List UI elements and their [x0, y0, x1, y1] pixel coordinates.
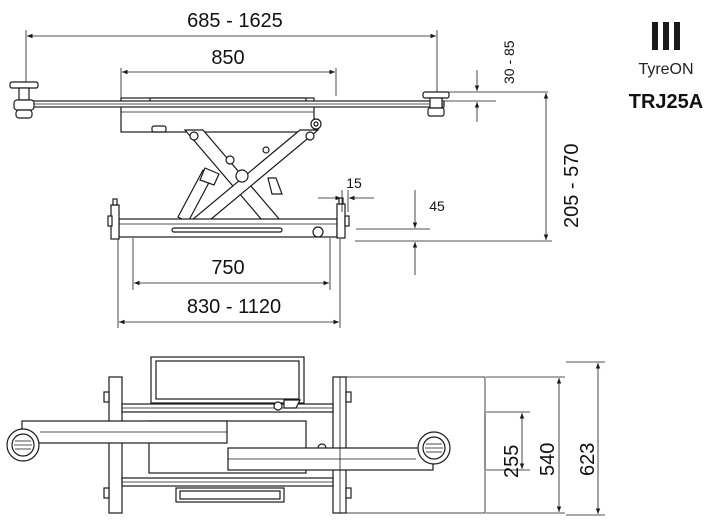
left-rubber-pad [9, 81, 39, 119]
dim-lift-height: 205 - 570 [355, 93, 583, 242]
dim-platform-top: 850 [120, 47, 337, 100]
right-rubber-pad [422, 91, 450, 117]
top-view: 255 540 623 [6, 356, 605, 516]
dim-clearance-small: 15 [318, 175, 374, 212]
dim-base-outer: 830 - 1120 [117, 239, 341, 328]
dim-base-height-label: 45 [429, 198, 445, 214]
dim-platform-top-label: 850 [211, 47, 244, 69]
dim-width-a: 255 [486, 411, 530, 478]
extension-arm [29, 100, 445, 108]
right-pad-icon [417, 431, 451, 465]
tyreon-logo-icon [652, 22, 680, 50]
dim-base-height: 45 [356, 190, 445, 275]
dim-pad-height-label: 30 - 85 [501, 40, 517, 84]
left-pad-icon [6, 428, 40, 462]
dim-clearance-small-label: 15 [346, 175, 362, 191]
dim-width-a-label: 255 [501, 445, 523, 478]
dim-base-inner-label: 750 [211, 257, 244, 279]
lift-base-frame [107, 197, 350, 240]
dim-width-b: 540 [486, 376, 565, 514]
brand-block: TyreON TRJ25A [629, 22, 703, 113]
dim-lift-height-label: 205 - 570 [561, 143, 583, 228]
right-rail [332, 376, 347, 514]
dim-width-c: 623 [566, 361, 605, 516]
extension-tray [339, 376, 486, 514]
dim-arm-span: 685 - 1625 [25, 10, 438, 92]
side-view: 685 - 1625 850 [9, 10, 583, 328]
brand-name: TyreON [638, 61, 693, 78]
scissor-mechanism [151, 118, 322, 221]
dim-width-c-label: 623 [577, 443, 599, 476]
dim-arm-span-label: 685 - 1625 [187, 10, 283, 32]
dim-width-b-label: 540 [537, 443, 559, 476]
dim-base-outer-label: 830 - 1120 [187, 296, 281, 318]
model-name: TRJ25A [629, 91, 703, 113]
dim-base-inner: 750 [132, 238, 331, 290]
left-rail [108, 376, 123, 514]
dim-pad-height: 30 - 85 [444, 40, 548, 122]
hydraulic-cylinder [177, 167, 283, 223]
